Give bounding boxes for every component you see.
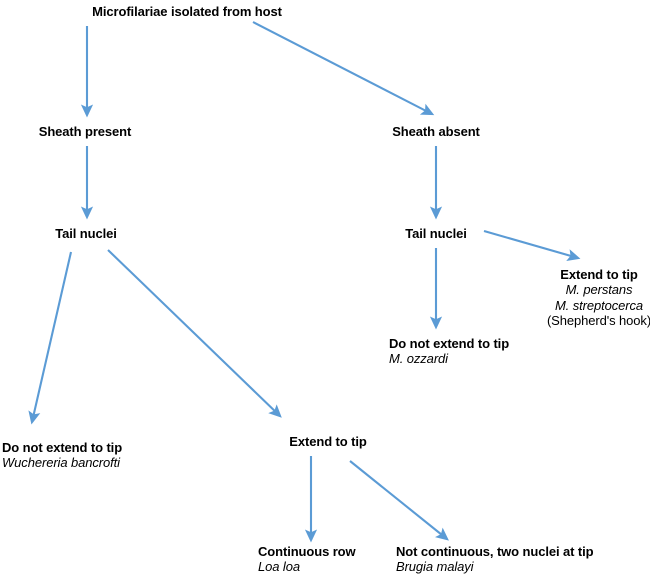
edge-tail-right-to-extend	[483, 229, 581, 261]
node-continuous-row[interactable]: Continuous row Loa loa	[258, 544, 356, 575]
node-tail-nuclei-right[interactable]: Tail nuclei	[405, 226, 467, 241]
node-tail-nuclei-left[interactable]: Tail nuclei	[55, 226, 117, 241]
node-not-extend-ozzardi-species: M. ozzardi	[389, 351, 448, 367]
node-extend-to-tip-right-note: (Shepherd's hook)	[546, 312, 650, 328]
edge-tail-left-to-extend	[107, 249, 282, 418]
node-sheath-present-title: Sheath present	[38, 124, 132, 139]
node-tail-nuclei-right-title: Tail nuclei	[405, 226, 467, 241]
node-extend-to-tip-right-species-2: M. streptocerca	[554, 297, 644, 313]
node-extend-to-tip-right-title: Extend to tip	[560, 267, 638, 282]
node-not-extend-bancrofti-species: Wuchereria bancrofti	[2, 455, 120, 471]
node-not-extend-bancrofti[interactable]: Do not extend to tip Wuchereria bancroft…	[2, 440, 122, 471]
node-sheath-present[interactable]: Sheath present	[39, 124, 132, 139]
edge-root-to-sheath-absent	[252, 21, 435, 116]
node-root-title: Microfilariae isolated from host	[92, 4, 282, 19]
node-extend-to-tip-left[interactable]: Extend to tip	[289, 434, 367, 449]
node-not-continuous[interactable]: Not continuous, two nuclei at tip Brugia…	[396, 544, 594, 575]
node-extend-to-tip-right-species-1: M. perstans	[565, 282, 633, 298]
node-sheath-absent-title: Sheath absent	[392, 124, 480, 139]
node-not-extend-ozzardi-title: Do not extend to tip	[389, 336, 510, 351]
node-not-extend-ozzardi[interactable]: Do not extend to tip M. ozzardi	[389, 336, 509, 367]
node-sheath-absent[interactable]: Sheath absent	[392, 124, 480, 139]
edge-tail-left-to-not-extend	[28, 251, 73, 425]
node-tail-nuclei-left-title: Tail nuclei	[55, 226, 117, 241]
node-not-extend-bancrofti-title: Do not extend to tip	[2, 440, 123, 455]
node-root[interactable]: Microfilariae isolated from host	[92, 4, 282, 19]
node-continuous-row-species: Loa loa	[258, 559, 300, 575]
node-not-continuous-title: Not continuous, two nuclei at tip	[396, 544, 594, 559]
edge-extend-to-not-continuous	[349, 460, 449, 541]
node-extend-to-tip-left-title: Extend to tip	[289, 434, 367, 449]
node-extend-to-tip-right[interactable]: Extend to tip M. perstans M. streptocerc…	[547, 267, 650, 328]
node-continuous-row-title: Continuous row	[258, 544, 356, 559]
node-not-continuous-species: Brugia malayi	[396, 559, 474, 575]
